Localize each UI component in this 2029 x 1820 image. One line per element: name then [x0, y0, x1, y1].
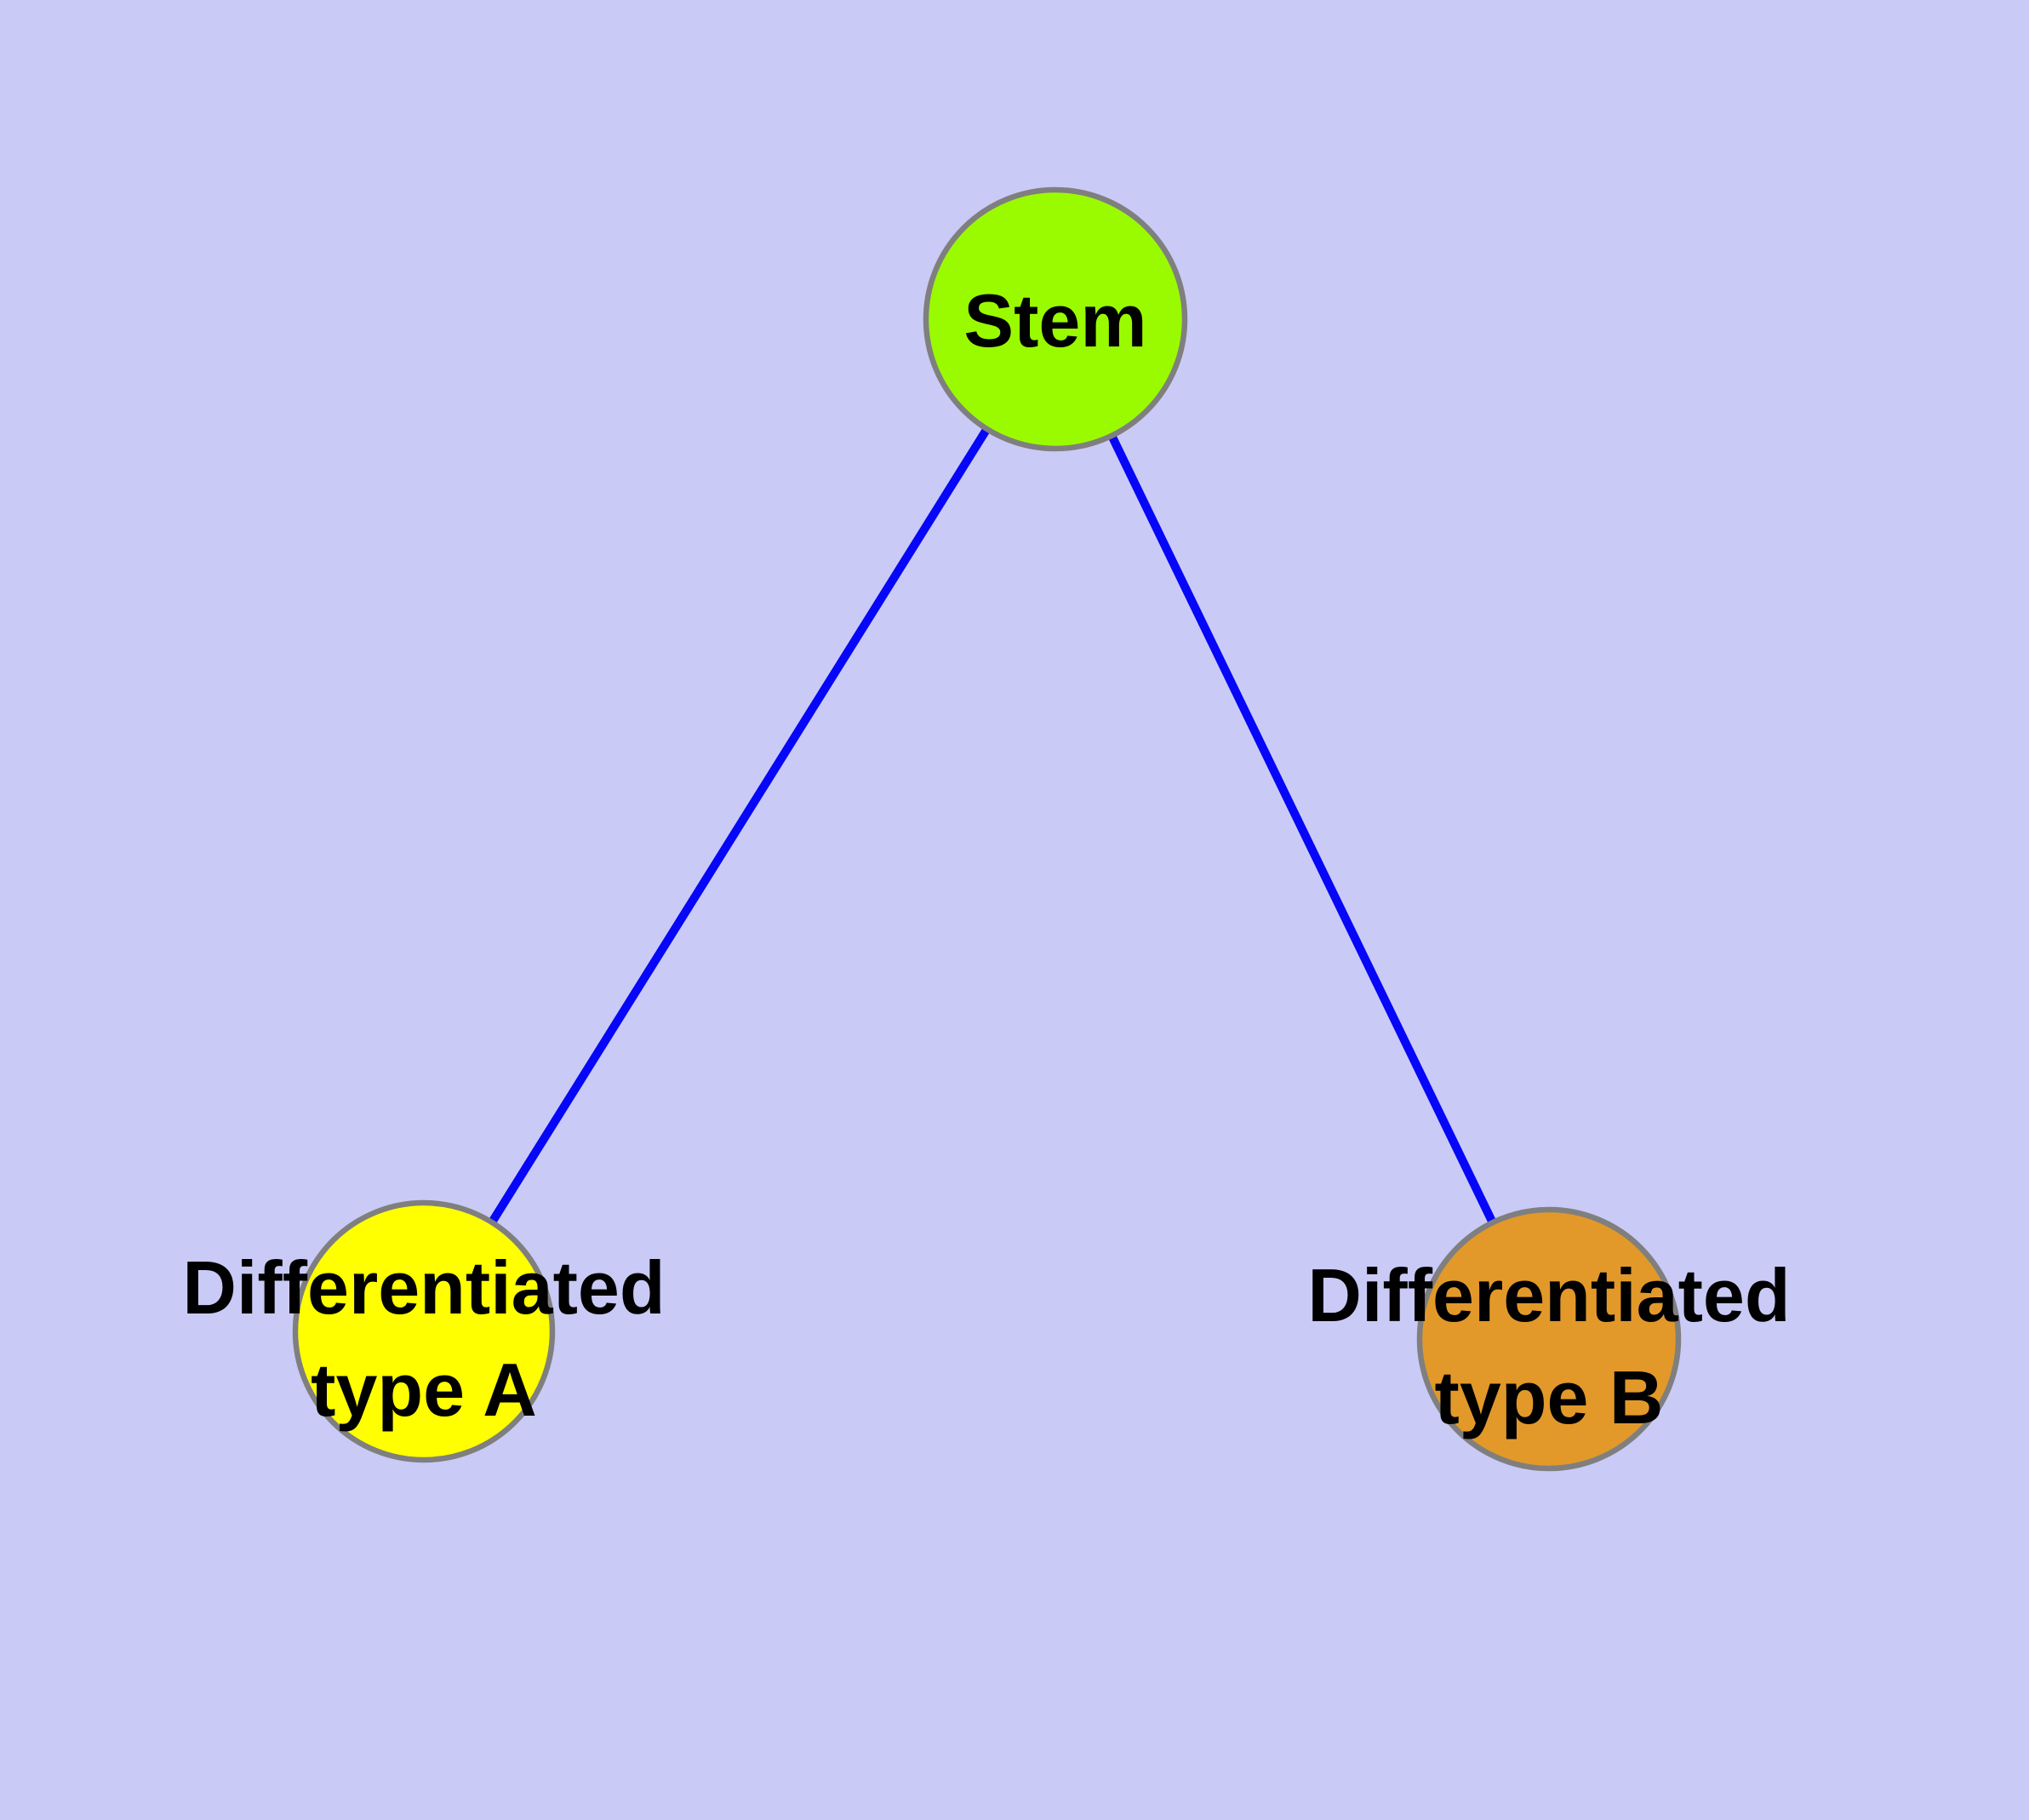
- node-differentiated-type-b: [1416, 1206, 1682, 1472]
- edge-stem-to-type-a: [420, 317, 1060, 1334]
- node-differentiated-type-a: [292, 1199, 556, 1463]
- edge-group: [420, 317, 1553, 1342]
- label-group: Stem Differentiated type A Differentiate…: [182, 278, 1790, 1439]
- node-stem: [923, 186, 1188, 452]
- edge-stem-to-type-b: [1051, 317, 1553, 1342]
- node-stem-label: Stem: [963, 278, 1146, 363]
- node-type-b-label-line2: type B: [1435, 1355, 1664, 1439]
- node-type-a-label-line1: Differentiated: [182, 1245, 665, 1330]
- node-type-a-label-line2: type A: [311, 1348, 537, 1432]
- node-type-b-label-line1: Differentiated: [1307, 1253, 1790, 1337]
- node-group: [292, 186, 1682, 1472]
